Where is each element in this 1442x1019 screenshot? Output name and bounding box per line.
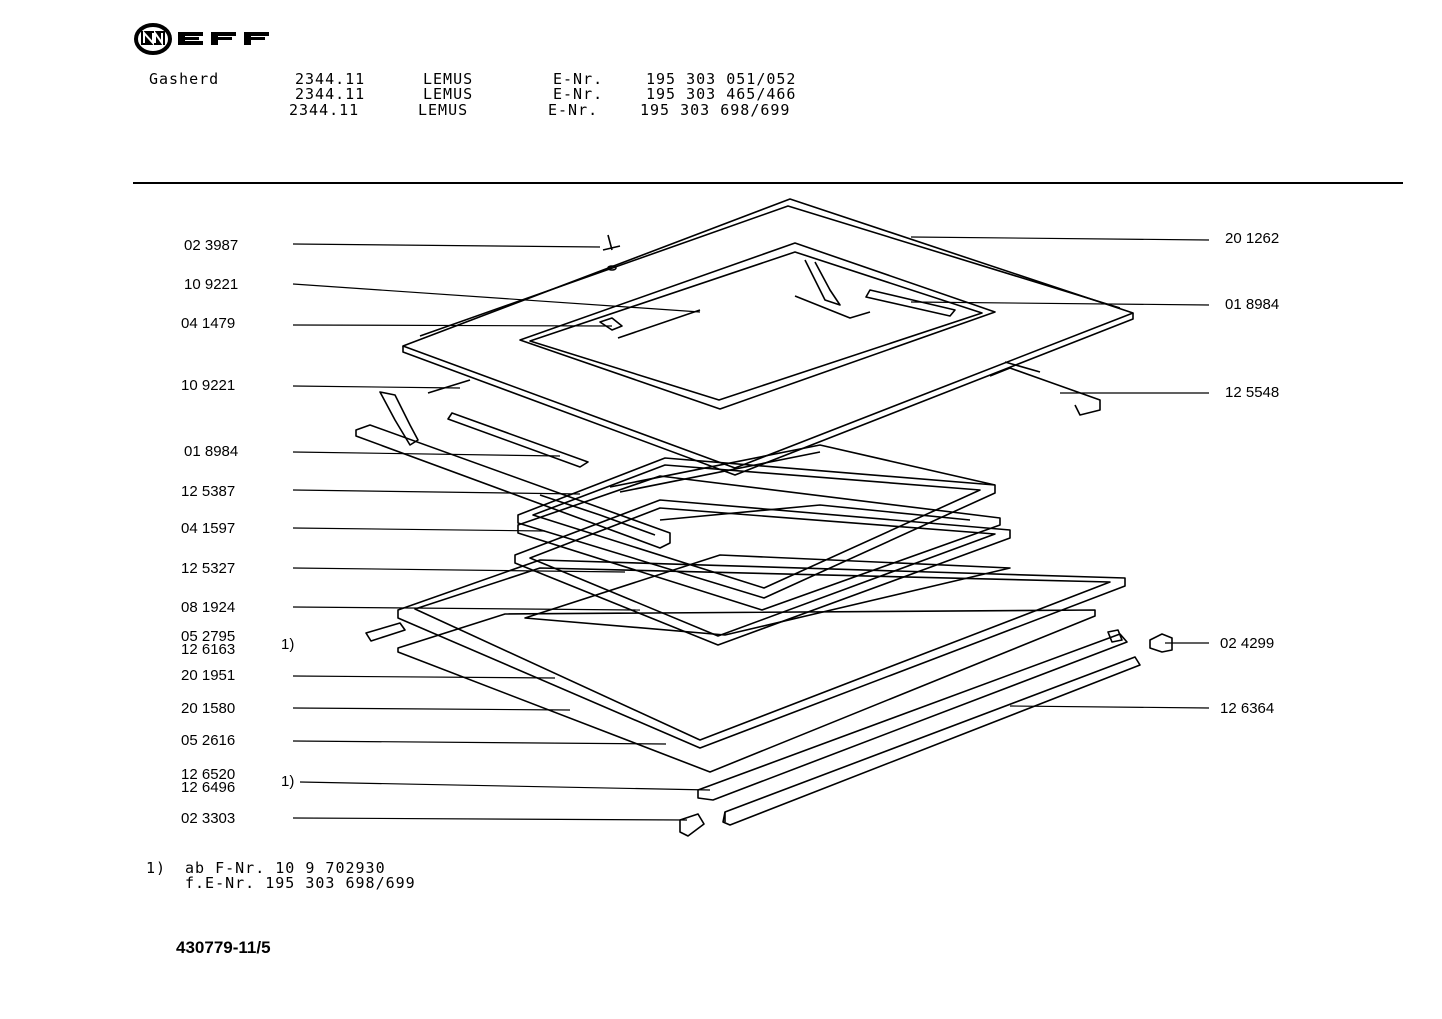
part-label: 20 1951 [181,667,236,684]
enr-number: 195 303 698/699 [640,101,791,119]
part-label: 02 3987 [184,237,239,254]
model-number: 2344.11 [295,70,366,88]
part-label: 12 6496 [181,779,236,796]
part-label: 05 2795 [181,628,236,645]
part-label: 12 5548 [1225,384,1280,401]
part-label: 12 5387 [181,483,236,500]
footnote-ref: 1) [281,773,295,790]
part-label: 04 1479 [181,315,236,332]
part-label: 10 9221 [181,377,236,394]
part-label: 01 8984 [184,443,239,460]
enr-label: E-Nr. [548,101,599,119]
enr-number: 195 303 051/052 [646,70,797,88]
footnote-ref: 1) [281,636,295,653]
part-label: 02 4299 [1220,635,1275,652]
part-label: 08 1924 [181,599,236,616]
enr-number: 195 303 465/466 [646,85,797,103]
part-label: 04 1597 [181,520,236,537]
appliance-type: Gasherd [149,70,220,88]
part-label: 20 1262 [1225,230,1280,247]
part-label: 05 2616 [181,732,236,749]
part-label: 12 6364 [1220,700,1275,717]
document-number: 430779-11/5 [176,938,271,957]
footnote-line1: ab F-Nr. 10 9 702930 [185,859,386,877]
model-name: LEMUS [423,85,474,103]
part-label: 20 1580 [181,700,236,717]
model-name: LEMUS [423,70,474,88]
header-divider [133,182,1403,184]
model-name: LEMUS [418,101,469,119]
footnote-marker: 1) [146,859,167,877]
part-label: 12 6520 [181,766,236,783]
model-number: 2344.11 [295,85,366,103]
footnote-line2: f.E-Nr. 195 303 698/699 [185,874,416,892]
part-label: 02 3303 [181,810,236,827]
model-number: 2344.11 [289,101,360,119]
neff-logo [133,22,348,63]
part-label: 12 5327 [181,560,236,577]
enr-label: E-Nr. [553,85,604,103]
part-label: 10 9221 [184,276,239,293]
part-label: 12 6163 [181,641,236,658]
enr-label: E-Nr. [553,70,604,88]
part-label: 01 8984 [1225,296,1280,313]
